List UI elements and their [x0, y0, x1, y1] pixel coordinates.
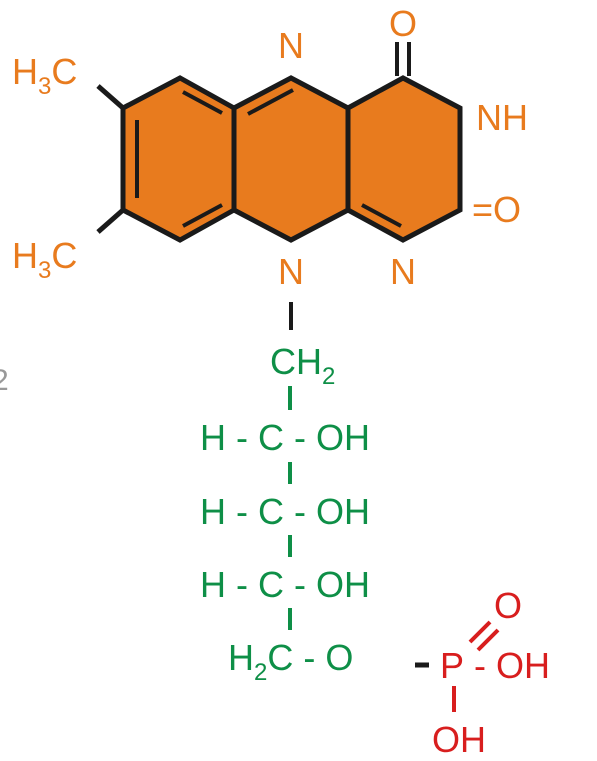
- ring-bonds: [120, 75, 463, 243]
- nh-label: NH: [476, 97, 528, 138]
- pyrimidine-ring-fill: [348, 78, 460, 240]
- phosphate-oh-right-label: - OH: [474, 645, 550, 686]
- n-bottom-right-label: N: [390, 251, 416, 292]
- chain-row-2: H - C - OH: [200, 491, 370, 532]
- chain-row-3: H - C - OH: [200, 564, 370, 605]
- methyl-top-label: H3C: [12, 51, 77, 100]
- n-top-label: N: [278, 25, 304, 66]
- carbonyl-bonds: [395, 42, 411, 76]
- carbonyl-right-label: =O: [472, 189, 521, 230]
- ch2-bottom-label: H2C - O: [228, 637, 353, 686]
- double-bond-lines: [135, 88, 402, 228]
- pyrazine-ring-fill: [234, 78, 348, 240]
- methyl-bonds: [96, 84, 125, 234]
- benzene-ring-fill: [123, 78, 234, 240]
- ch2-top-label: CH2: [270, 341, 335, 390]
- methyl-bottom-label: H3C: [12, 235, 77, 284]
- phosphate-p-label: P: [440, 645, 464, 686]
- chain-row-1: H - C - OH: [200, 417, 370, 458]
- carbonyl-top-label: O: [389, 3, 417, 44]
- n-bottom-left-label: N: [278, 251, 304, 292]
- phosphate-o-double-label: O: [494, 585, 522, 626]
- margin-mark: 2: [0, 364, 9, 397]
- phosphate-bonds: [452, 620, 500, 712]
- phosphate-oh-bottom-label: OH: [432, 719, 486, 760]
